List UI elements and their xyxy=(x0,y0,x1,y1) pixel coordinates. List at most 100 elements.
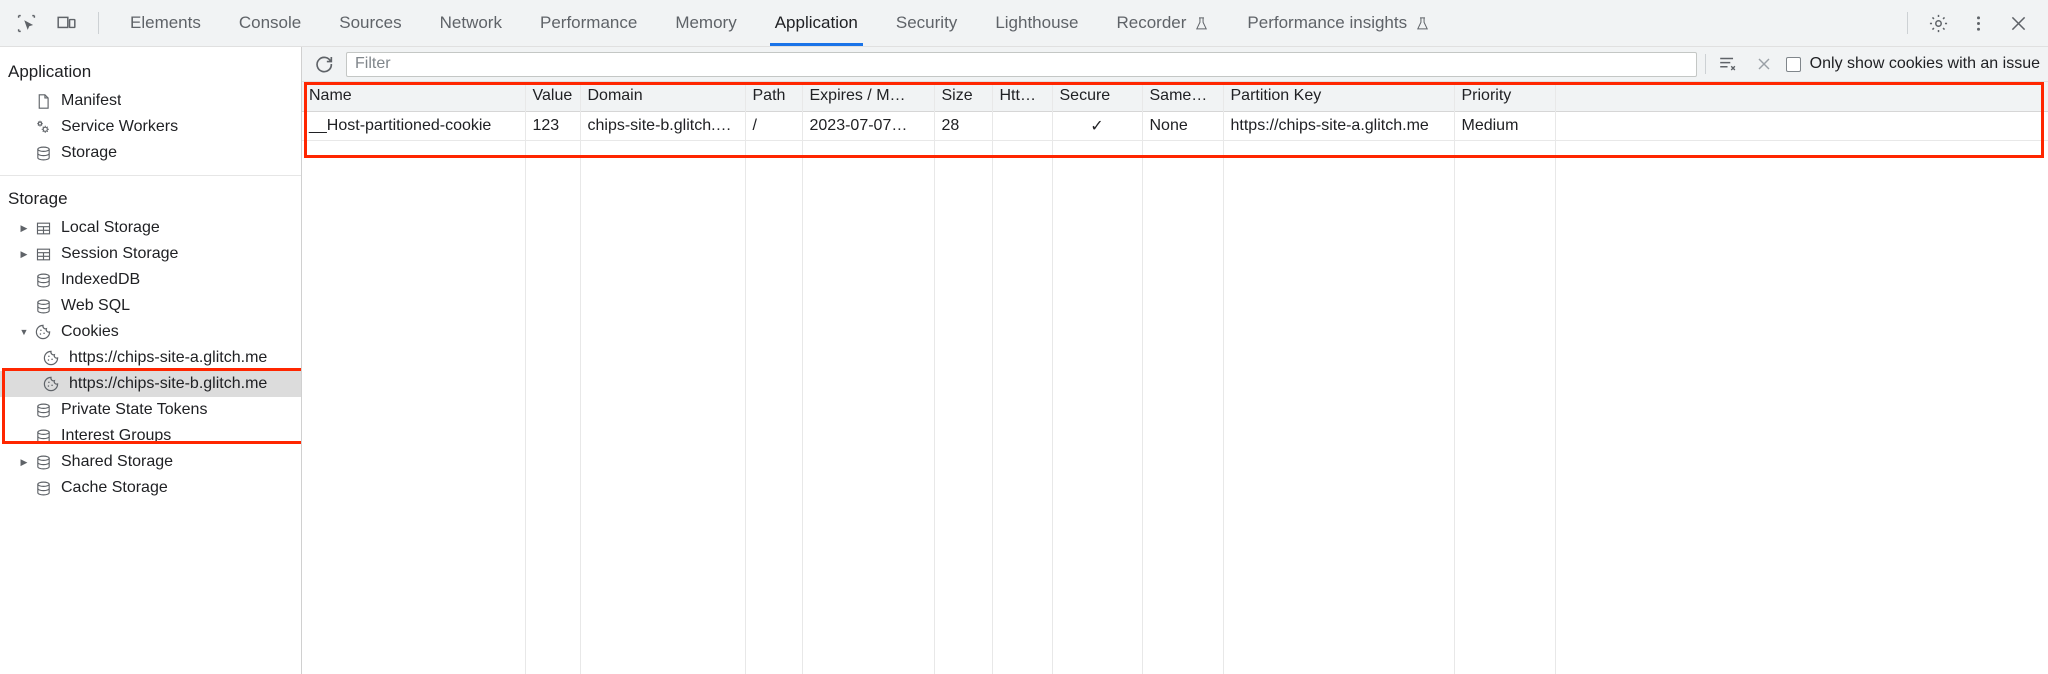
tab-performance[interactable]: Performance xyxy=(521,0,656,46)
cell-size[interactable]: 28 xyxy=(934,111,993,141)
sidebar-divider xyxy=(0,175,301,176)
device-toolbar-icon[interactable] xyxy=(46,3,86,43)
settings-gear-icon[interactable] xyxy=(1918,3,1958,43)
cookies-table-zone: Name Value Domain Path Expires / M… Size… xyxy=(302,82,2048,674)
tab-network[interactable]: Network xyxy=(421,0,521,46)
clear-all-cookies-icon[interactable] xyxy=(1714,50,1742,78)
table-body: __Host-partitioned-cookie 123 chips-site… xyxy=(302,111,2048,169)
tab-label: Lighthouse xyxy=(995,13,1079,32)
devtools-tabbar: Elements Console Sources Network Perform… xyxy=(0,0,2048,47)
toolbar-divider xyxy=(98,12,99,34)
column-header-httponly[interactable]: HttpOnly xyxy=(992,82,1053,112)
sidebar-section-title-application: Application xyxy=(8,62,92,81)
table-grid-icon xyxy=(32,220,54,237)
sidebar-item-shared-storage[interactable]: ▶ Shared Storage xyxy=(0,449,301,475)
storage-database-icon xyxy=(32,272,54,289)
sidebar-item-cache-storage[interactable]: ▶ Cache Storage xyxy=(0,475,301,501)
application-sidebar: Application ▶ Manifest ▶ Service Workers xyxy=(0,47,302,674)
tab-memory[interactable]: Memory xyxy=(656,0,755,46)
column-header-samesite[interactable]: SameSite xyxy=(1142,82,1224,112)
cookie-icon xyxy=(32,323,54,341)
tab-performance-insights[interactable]: Performance insights xyxy=(1228,0,1449,46)
sidebar-item-cookies-chips-site-a[interactable]: https://chips-site-a.glitch.me xyxy=(0,345,301,371)
toolbar-divider xyxy=(1907,12,1908,34)
sidebar-item-label: https://chips-site-a.glitch.me xyxy=(69,349,268,366)
column-header-value[interactable]: Value xyxy=(525,82,581,112)
tab-elements[interactable]: Elements xyxy=(111,0,220,46)
cell-name[interactable]: __Host-partitioned-cookie xyxy=(302,111,526,141)
sidebar-item-label: Cookies xyxy=(61,323,119,340)
sidebar-item-label: Manifest xyxy=(61,92,122,109)
sidebar-item-cookies[interactable]: ▼ Cookies xyxy=(0,319,301,345)
twisty-collapsed-icon[interactable]: ▶ xyxy=(20,222,28,233)
clear-filter-x-icon[interactable] xyxy=(1750,50,1778,78)
sidebar-item-web-sql[interactable]: ▶ Web SQL xyxy=(0,293,301,319)
tab-lighthouse[interactable]: Lighthouse xyxy=(976,0,1097,46)
more-options-kebab-icon[interactable] xyxy=(1958,3,1998,43)
column-gridlines xyxy=(302,82,2048,674)
sidebar-item-label: IndexedDB xyxy=(61,271,141,288)
sidebar-item-label: Interest Groups xyxy=(61,427,172,444)
sidebar-item-service-workers[interactable]: ▶ Service Workers xyxy=(0,114,301,140)
tab-application[interactable]: Application xyxy=(756,0,877,46)
tab-label: Application xyxy=(774,13,858,32)
sidebar-item-session-storage[interactable]: ▶ Session Storage xyxy=(0,241,301,267)
column-header-secure[interactable]: Secure xyxy=(1052,82,1143,112)
refresh-cookies-icon[interactable] xyxy=(310,50,338,78)
column-header-domain[interactable]: Domain xyxy=(580,82,746,112)
sidebar-item-local-storage[interactable]: ▶ Local Storage xyxy=(0,215,301,241)
cell-priority[interactable]: Medium xyxy=(1454,111,1556,141)
only-show-issues-label: Only show cookies with an issue xyxy=(1809,55,2040,72)
inspect-element-icon[interactable] xyxy=(6,3,46,43)
cell-httponly[interactable] xyxy=(992,111,1053,141)
only-show-issues-checkbox[interactable] xyxy=(1785,56,1801,72)
sidebar-item-label: Web SQL xyxy=(61,297,131,314)
tab-label: Network xyxy=(439,13,502,32)
filter-input[interactable] xyxy=(346,51,1697,77)
sidebar-item-manifest[interactable]: ▶ Manifest xyxy=(0,88,301,114)
column-header-size[interactable]: Size xyxy=(934,82,993,112)
column-header-priority[interactable]: Priority xyxy=(1454,82,1556,112)
tabbar-right-controls xyxy=(1903,3,2048,43)
column-header-expires[interactable]: Expires / M… xyxy=(802,82,935,112)
experimental-flask-icon xyxy=(1194,16,1209,31)
manifest-document-icon xyxy=(32,93,54,110)
only-show-issues-checkbox-row[interactable]: Only show cookies with an issue xyxy=(1785,55,2040,73)
twisty-expanded-icon[interactable]: ▼ xyxy=(19,327,29,337)
cell-secure[interactable]: ✓ xyxy=(1052,111,1143,141)
cookies-table: Name Value Domain Path Expires / M… Size… xyxy=(302,82,2048,169)
table-row[interactable]: __Host-partitioned-cookie 123 chips-site… xyxy=(302,111,2048,141)
storage-database-icon xyxy=(32,402,54,419)
cell-domain[interactable]: chips-site-b.glitch.me xyxy=(580,111,746,141)
cell-samesite[interactable]: None xyxy=(1142,111,1224,141)
experimental-flask-icon xyxy=(1415,16,1430,31)
close-devtools-icon[interactable] xyxy=(1998,3,2038,43)
column-header-partition-key[interactable]: Partition Key xyxy=(1223,82,1455,112)
sidebar-item-storage[interactable]: ▶ Storage xyxy=(0,140,301,166)
twisty-collapsed-icon[interactable]: ▶ xyxy=(20,456,28,467)
sidebar-item-cookies-chips-site-b[interactable]: https://chips-site-b.glitch.me xyxy=(0,371,301,397)
sidebar-item-interest-groups[interactable]: ▶ Interest Groups xyxy=(0,423,301,449)
tab-security[interactable]: Security xyxy=(877,0,976,46)
tab-console[interactable]: Console xyxy=(220,0,320,46)
cell-path[interactable]: / xyxy=(745,111,803,141)
twisty-collapsed-icon[interactable]: ▶ xyxy=(20,248,28,259)
tab-label: Sources xyxy=(339,13,402,32)
cell-value[interactable]: 123 xyxy=(525,111,581,141)
storage-database-icon xyxy=(32,480,54,497)
storage-database-icon xyxy=(32,454,54,471)
tab-recorder[interactable]: Recorder xyxy=(1098,0,1229,46)
sidebar-item-indexeddb[interactable]: ▶ IndexedDB xyxy=(0,267,301,293)
cookies-toolbar: Only show cookies with an issue xyxy=(302,47,2048,82)
cookies-panel: Only show cookies with an issue xyxy=(302,47,2048,674)
table-header-row: Name Value Domain Path Expires / M… Size… xyxy=(302,82,2048,112)
column-header-path[interactable]: Path xyxy=(745,82,803,112)
cell-expires[interactable]: 2023-07-07… xyxy=(802,111,935,141)
table-empty-row xyxy=(302,140,2048,169)
tab-sources[interactable]: Sources xyxy=(320,0,420,46)
cell-filler xyxy=(1555,111,2048,141)
service-workers-gears-icon xyxy=(32,118,54,136)
column-header-name[interactable]: Name xyxy=(302,82,526,112)
cell-partition-key[interactable]: https://chips-site-a.glitch.me xyxy=(1223,111,1455,141)
sidebar-item-private-state-tokens[interactable]: ▶ Private State Tokens xyxy=(0,397,301,423)
